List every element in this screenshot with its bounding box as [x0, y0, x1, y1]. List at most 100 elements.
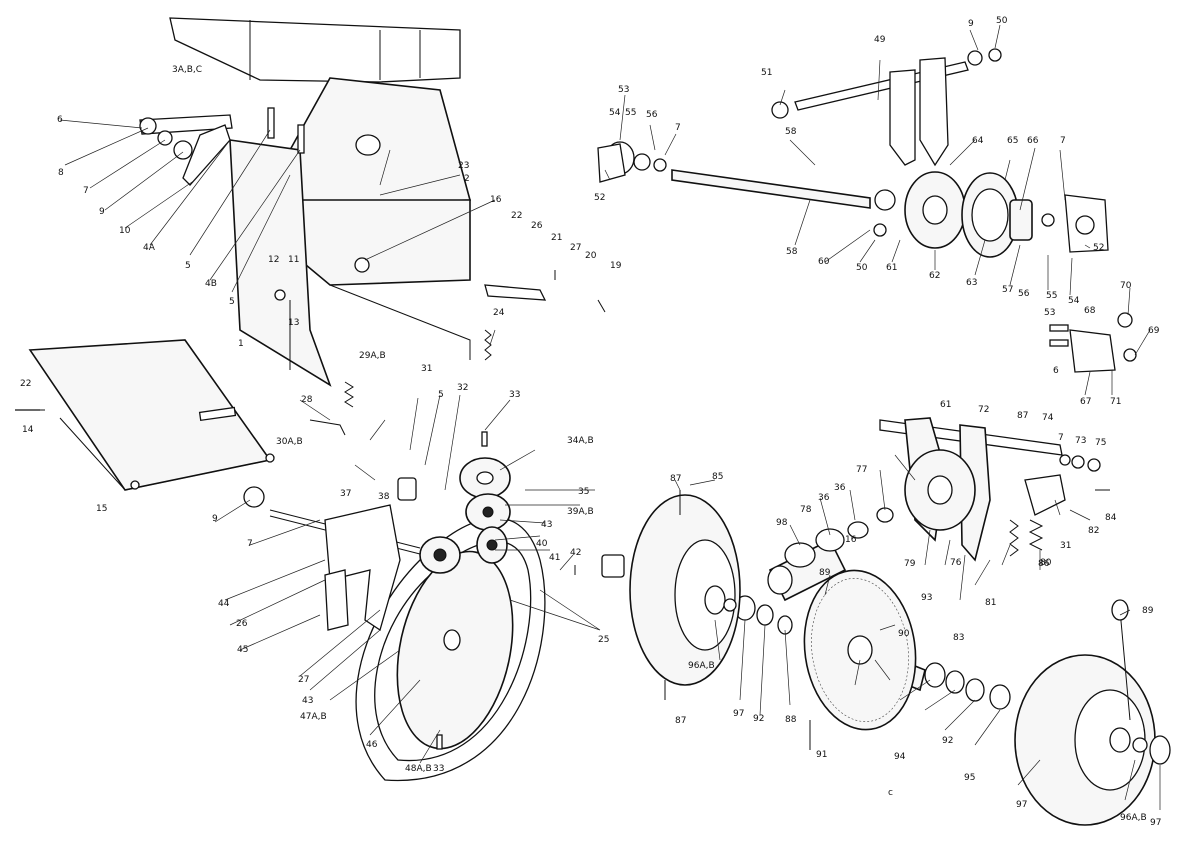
- engine-housing: [169, 17, 472, 387]
- callout-label: 96A,B: [1120, 813, 1147, 823]
- gear-housing: [879, 417, 1101, 562]
- callout-label: 5: [229, 297, 235, 307]
- callout-label: 85: [712, 472, 723, 482]
- callout-label: 52: [1093, 243, 1104, 253]
- right-wheel: [1014, 599, 1171, 826]
- callout-label: 97: [1016, 800, 1027, 810]
- callout-label: 98: [776, 518, 788, 528]
- left-wheel: [629, 494, 741, 686]
- callout-label: 61: [886, 263, 897, 273]
- callout-label: 8: [58, 168, 64, 178]
- callout-label: 19: [610, 261, 622, 271]
- callout-label: 26: [531, 221, 543, 231]
- callout-label: 43: [541, 520, 552, 530]
- lever-arm-assembly: [139, 107, 305, 186]
- callout-label: 30A,B: [276, 437, 303, 447]
- callout-label: 27: [570, 243, 581, 253]
- callout-label: 23: [458, 161, 469, 171]
- callout-label: 73: [1075, 436, 1086, 446]
- callout-label: 39A,B: [567, 507, 594, 517]
- callout-label: 97: [733, 709, 744, 719]
- callout-label: 50: [996, 16, 1008, 26]
- callout-label: 29A,B: [359, 351, 386, 361]
- callout-label: 32: [457, 383, 468, 393]
- callout-label: 79: [904, 559, 916, 569]
- callout-label: 97: [1150, 818, 1161, 828]
- callout-label: 20: [585, 251, 597, 261]
- callout-label: 40: [536, 539, 548, 549]
- callout-label: 33: [433, 764, 444, 774]
- callout-label: 9: [968, 19, 974, 29]
- callout-label: 10: [119, 226, 131, 236]
- callout-label: 37: [340, 489, 351, 499]
- callout-label: 31: [421, 364, 432, 374]
- callout-label: 92: [942, 736, 953, 746]
- callout-label: 13: [288, 318, 299, 328]
- callout-label: 58: [786, 247, 798, 257]
- callout-label: 1: [238, 339, 244, 349]
- callout-label: 80: [1040, 558, 1052, 568]
- callout-label: 64: [972, 136, 984, 146]
- callout-label: 35: [578, 487, 589, 497]
- callout-label: 12: [268, 255, 279, 265]
- callout-label: 91: [816, 750, 827, 760]
- callout-label: 93: [921, 593, 932, 603]
- stray-mark: c: [888, 788, 893, 798]
- callout-label: 55: [1046, 291, 1057, 301]
- callout-label: 51: [761, 68, 772, 78]
- idler-bracket: [243, 477, 421, 632]
- belt-drive-assembly: [355, 431, 546, 781]
- callout-label: 42: [570, 548, 581, 558]
- callout-label: 3A,B,C: [172, 65, 202, 75]
- callout-label: 75: [1095, 438, 1106, 448]
- callout-label: 38: [378, 492, 390, 502]
- callout-label: 49: [874, 35, 886, 45]
- callout-label: 31: [1060, 541, 1071, 551]
- callout-label: 7: [1058, 433, 1064, 443]
- callout-label: 87: [675, 716, 686, 726]
- callout-label: 66: [1027, 136, 1039, 146]
- callout-label: 7: [1060, 136, 1066, 146]
- callout-label: 78: [800, 505, 812, 515]
- right-bracket: [1049, 312, 1137, 373]
- callout-label: 4A: [143, 243, 156, 253]
- callout-labels: 3A,B,C 6 8 7 9 10 4A 5 4B 5 12 11 1 13 2…: [20, 16, 1161, 828]
- callout-label: 47A,B: [300, 712, 327, 722]
- callout-label: 95: [964, 773, 975, 783]
- callout-label: 55: [625, 108, 636, 118]
- callout-label: 36: [834, 483, 846, 493]
- callout-label: 9: [212, 514, 218, 524]
- callout-label: 71: [1110, 397, 1121, 407]
- callout-label: 44: [218, 599, 230, 609]
- callout-label: 69: [1148, 326, 1160, 336]
- callout-label: 72: [978, 405, 989, 415]
- leader-lines: [59, 24, 1161, 810]
- callout-label: 16: [845, 535, 857, 545]
- callout-label: 54: [609, 108, 621, 118]
- callout-label: 89: [1142, 606, 1154, 616]
- callout-label: 2: [464, 174, 470, 184]
- callout-label: 58: [785, 127, 797, 137]
- callout-label: 83: [953, 633, 964, 643]
- callout-label: 61: [940, 400, 951, 410]
- callout-label: 68: [1084, 306, 1096, 316]
- callout-label: 57: [1002, 285, 1013, 295]
- callout-label: 54: [1068, 296, 1080, 306]
- callout-label: 7: [675, 123, 681, 133]
- callout-label: 81: [985, 598, 996, 608]
- callout-label: 60: [818, 257, 830, 267]
- callout-label: 26: [236, 619, 248, 629]
- callout-label: 84: [1105, 513, 1117, 523]
- callout-label: 9: [99, 207, 105, 217]
- callout-label: 96A,B: [688, 661, 715, 671]
- callout-label: 63: [966, 278, 977, 288]
- callout-label: 70: [1120, 281, 1132, 291]
- callout-label: 87: [670, 474, 681, 484]
- callout-label: 76: [950, 558, 962, 568]
- callout-label: 7: [83, 186, 89, 196]
- callout-label: 16: [490, 195, 502, 205]
- spring-links: [309, 284, 547, 436]
- callout-label: 5: [185, 261, 191, 271]
- callout-label: 21: [551, 233, 562, 243]
